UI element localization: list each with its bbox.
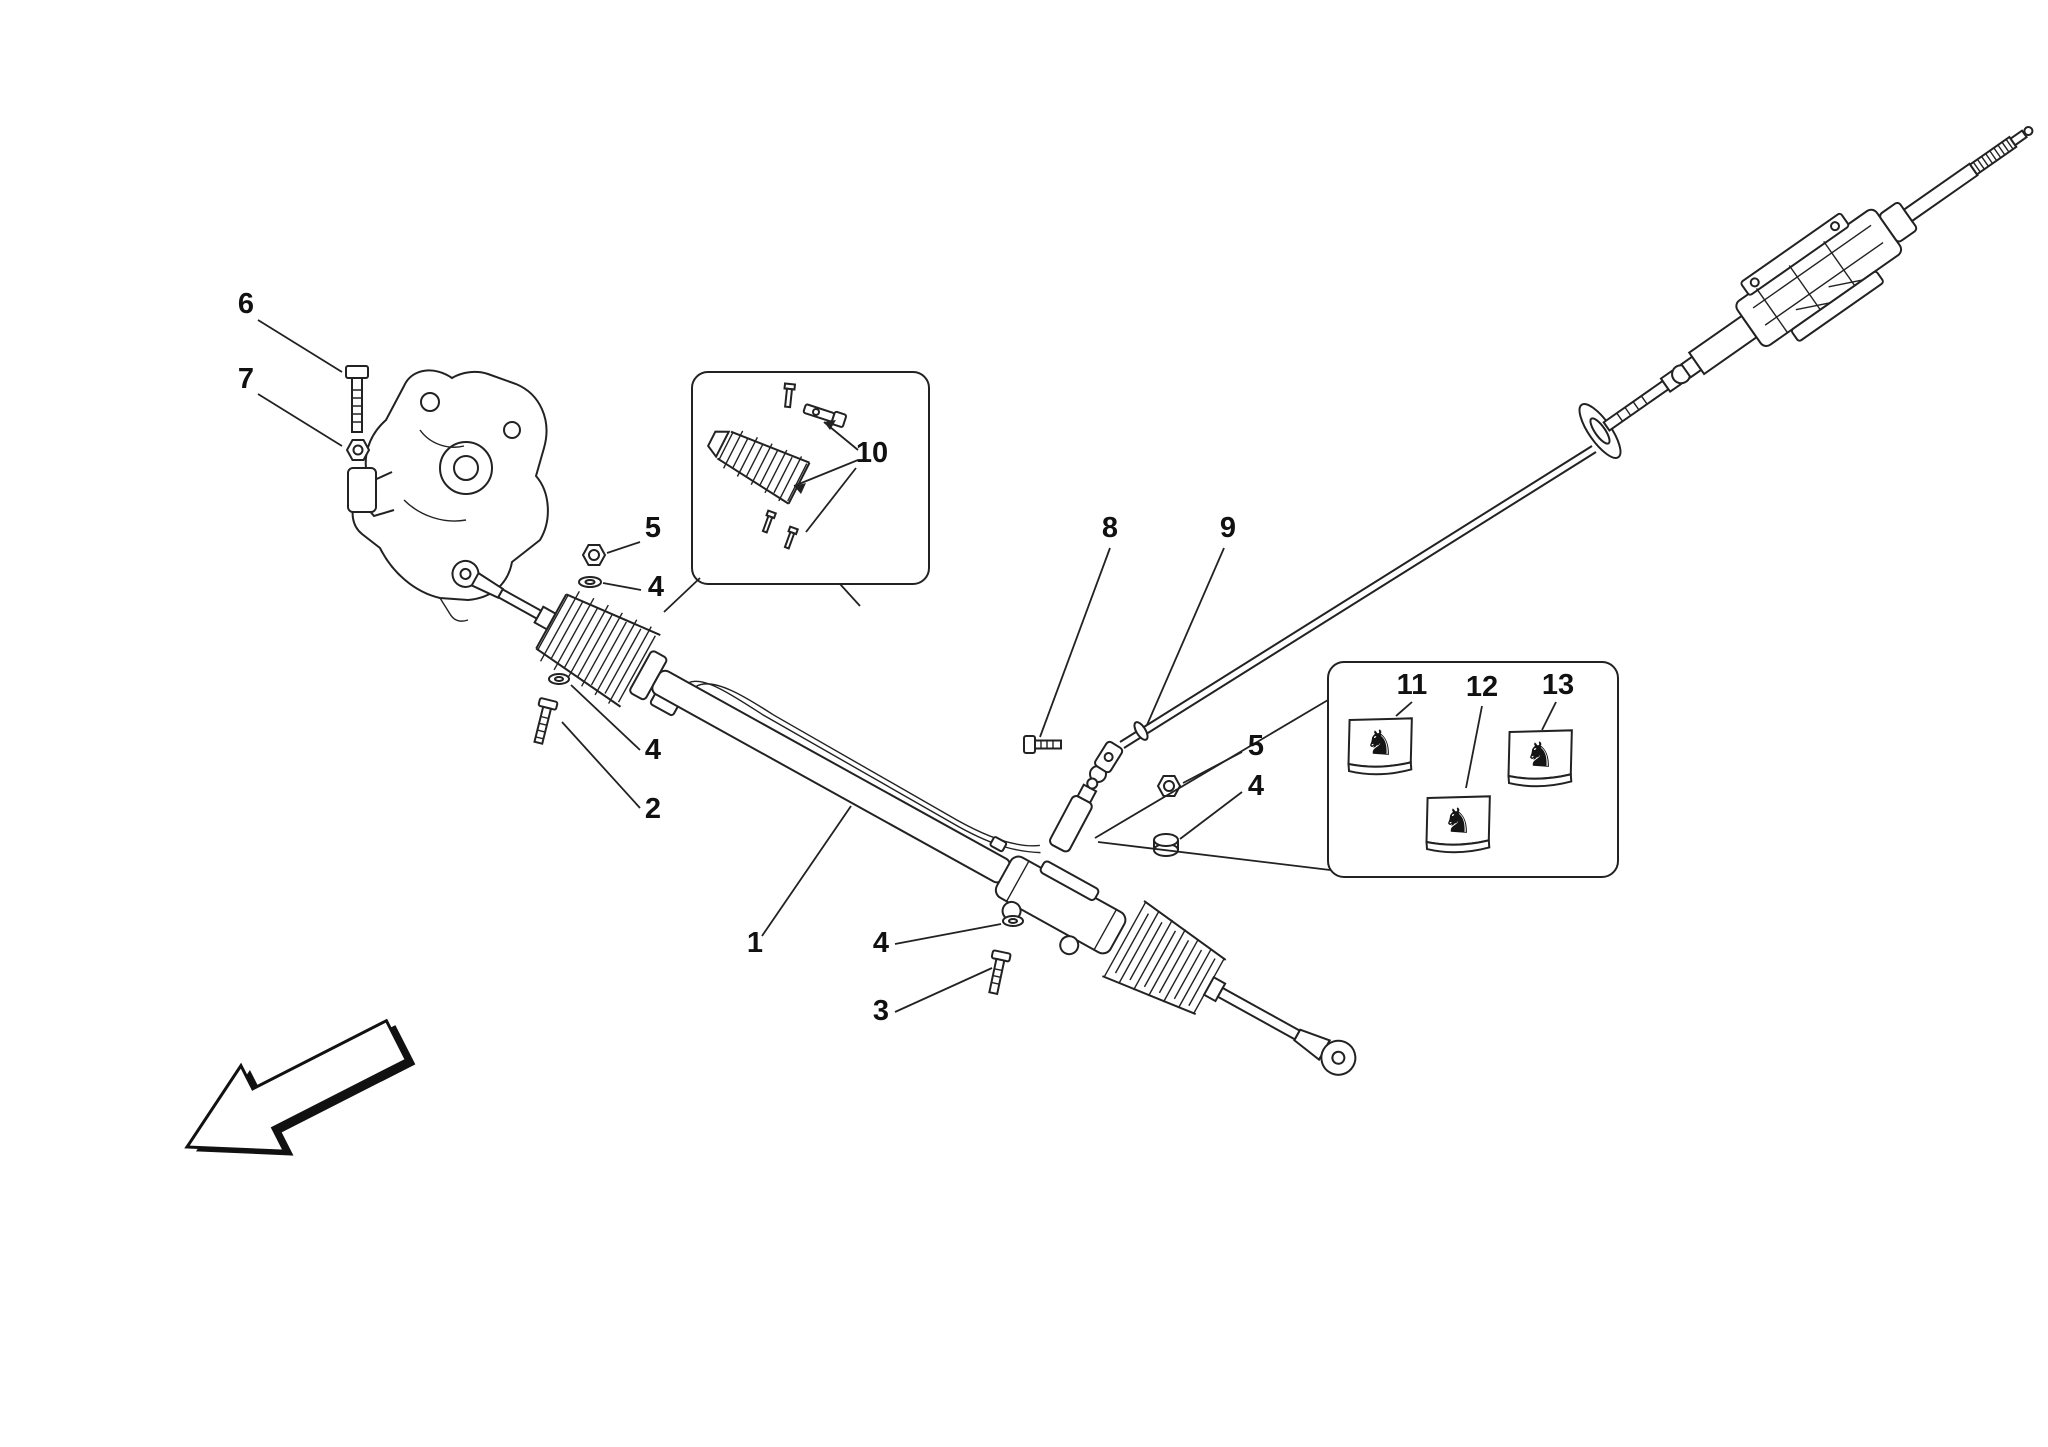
callout-labels: 6 7 5 4 4 2 10 8 9 5 4 11 12 13 1 4 3: [238, 288, 1574, 1027]
callout-4-lower-left: 4: [645, 734, 661, 766]
bolt-6: [345, 365, 369, 433]
prancing-horse-icon: ♞: [1442, 801, 1475, 841]
nut-7: [345, 439, 371, 461]
callout-1: 1: [747, 927, 763, 959]
detail-inset-box: [663, 371, 930, 613]
tie-rod-end-right: [1320, 1039, 1357, 1076]
logo-tag-13: ♞: [1507, 729, 1573, 788]
tie-rod-right: [1216, 986, 1302, 1041]
callout-5-left: 5: [645, 512, 661, 544]
callout-5-right: 5: [1248, 730, 1264, 762]
logo-tag-12: ♞: [1425, 795, 1491, 854]
callout-10: 10: [856, 437, 888, 469]
steering-rack: [451, 559, 1357, 1076]
callout-9: 9: [1220, 512, 1236, 544]
shaft-washer-9: [1133, 721, 1149, 741]
callout-4-bottom: 4: [873, 927, 889, 959]
direction-arrow: [184, 1018, 416, 1156]
callout-8: 8: [1102, 512, 1118, 544]
washer-4-lower-left: [548, 673, 570, 685]
bellows-right: [1101, 900, 1227, 1016]
nut-5-left: [581, 544, 607, 566]
universal-joint: [1089, 740, 1124, 783]
callout-13: 13: [1542, 669, 1574, 701]
column-lower-bracket: [1790, 270, 1884, 342]
column-lower-tube: [1687, 314, 1758, 376]
callout-6: 6: [238, 288, 254, 320]
inset-screw-b: [783, 525, 800, 550]
leader-lines: [257, 319, 1557, 1013]
bolt-8: [1023, 735, 1062, 754]
callout-7: 7: [238, 363, 254, 395]
knuckle-clamp-lug: [347, 467, 377, 513]
washer-4-bottom: [1002, 915, 1024, 927]
logo-tag-11: ♞: [1347, 717, 1413, 776]
callout-3: 3: [873, 995, 889, 1027]
valve-input-shaft: [1049, 777, 1099, 853]
prancing-horse-icon: ♞: [1524, 735, 1557, 775]
callout-11: 11: [1397, 669, 1428, 701]
ujoint-clamp: [1094, 740, 1124, 774]
hydraulic-pipes: [688, 680, 1041, 854]
bolt-3: [988, 949, 1012, 996]
inset-screw-top: [783, 382, 797, 409]
callout-4-right: 4: [1248, 770, 1264, 802]
bellows-left: [535, 590, 661, 708]
steering-knuckle: [347, 369, 549, 622]
upper-steering-shaft: [1902, 162, 1979, 223]
labels-inset-box: ♞ ♞ ♞: [1094, 661, 1619, 878]
inset-clamp: [802, 403, 848, 428]
bolt-2: [533, 697, 559, 745]
column-boot-flange-hole: [1589, 417, 1611, 445]
callout-4-left: 4: [648, 571, 664, 603]
inset-bellows: [706, 430, 811, 505]
column-upper-bracket: [1740, 212, 1850, 296]
callout-12: 12: [1466, 671, 1498, 703]
nut-5-right: [1156, 775, 1182, 797]
callout-2: 2: [645, 793, 661, 825]
inset-screw-a: [761, 509, 778, 534]
rack-tube: [651, 669, 1011, 884]
prancing-horse-icon: ♞: [1364, 723, 1397, 763]
washer-4-left: [578, 576, 602, 588]
steering-column: [1578, 126, 2034, 459]
intermediate-shaft: [1119, 445, 1597, 749]
bushing-4-right: [1153, 833, 1179, 857]
